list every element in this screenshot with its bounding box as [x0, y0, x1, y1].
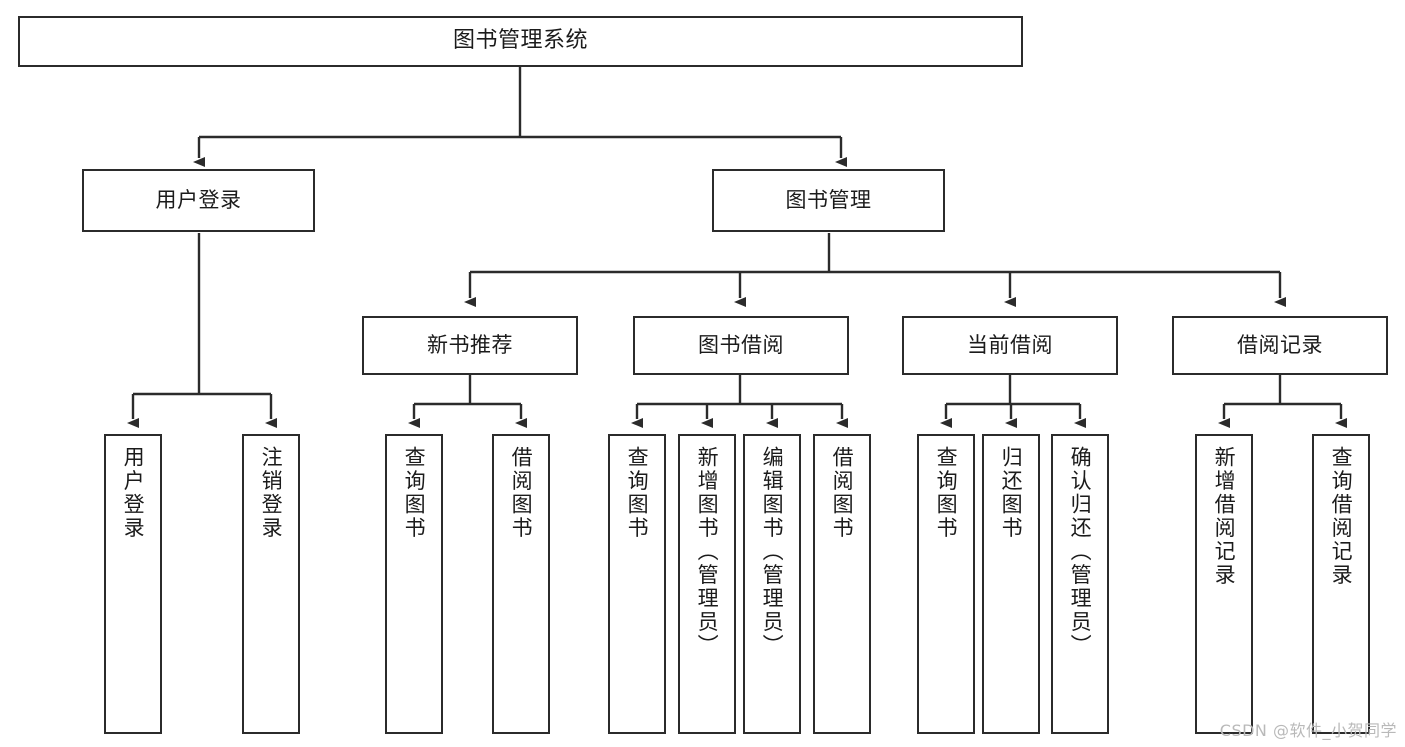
node-borrow-records[interactable]: 借阅记录: [1172, 316, 1388, 375]
node-label: 查询图书: [625, 446, 650, 540]
node-label: 用户登录: [155, 187, 242, 212]
leaf-borrow-book[interactable]: 借阅图书: [813, 434, 871, 734]
node-user-login[interactable]: 用户登录: [82, 169, 315, 232]
leaf-query-borrow-record[interactable]: 查询借阅记录: [1312, 434, 1370, 734]
node-label: 借阅图书: [509, 446, 534, 540]
csdn-watermark: CSDN @软件_小贺同学: [1219, 721, 1397, 740]
leaf-user-login[interactable]: 用户登录: [104, 434, 162, 734]
node-label: 新书推荐: [427, 332, 513, 357]
node-label: 新增图书（管理员）: [695, 446, 720, 658]
leaf-add-book-admin[interactable]: 新增图书（管理员）: [678, 434, 736, 734]
leaf-query-book-recommend[interactable]: 查询图书: [385, 434, 443, 734]
leaf-edit-book-admin[interactable]: 编辑图书（管理员）: [743, 434, 801, 734]
leaf-confirm-return-admin[interactable]: 确认归还（管理员）: [1051, 434, 1109, 734]
node-label: 图书管理: [785, 187, 872, 212]
node-label: 当前借阅: [967, 332, 1053, 357]
node-label: 查询图书: [934, 446, 959, 540]
node-new-book-recommend[interactable]: 新书推荐: [362, 316, 578, 375]
leaf-query-book-borrow[interactable]: 查询图书: [608, 434, 666, 734]
node-label: 注销登录: [259, 446, 284, 540]
leaf-return-book[interactable]: 归还图书: [982, 434, 1040, 734]
node-root-book-management-system[interactable]: 图书管理系统: [18, 16, 1023, 67]
node-label: 确认归还（管理员）: [1068, 446, 1093, 658]
leaf-user-logout[interactable]: 注销登录: [242, 434, 300, 734]
node-label: 新增借阅记录: [1212, 446, 1237, 587]
node-label: 用户登录: [121, 446, 146, 540]
node-label: 查询图书: [402, 446, 427, 540]
node-label: 编辑图书（管理员）: [760, 446, 785, 658]
node-label: 图书借阅: [698, 332, 784, 357]
node-book-management[interactable]: 图书管理: [712, 169, 945, 232]
node-current-borrow[interactable]: 当前借阅: [902, 316, 1118, 375]
leaf-query-book-current[interactable]: 查询图书: [917, 434, 975, 734]
leaf-borrow-book-recommend[interactable]: 借阅图书: [492, 434, 550, 734]
node-label: 归还图书: [999, 446, 1024, 540]
leaf-add-borrow-record[interactable]: 新增借阅记录: [1195, 434, 1253, 734]
node-label: 借阅记录: [1237, 332, 1323, 357]
node-book-borrow[interactable]: 图书借阅: [633, 316, 849, 375]
node-label: 查询借阅记录: [1329, 446, 1354, 587]
node-label: 图书管理系统: [452, 28, 588, 54]
node-label: 借阅图书: [830, 446, 855, 540]
